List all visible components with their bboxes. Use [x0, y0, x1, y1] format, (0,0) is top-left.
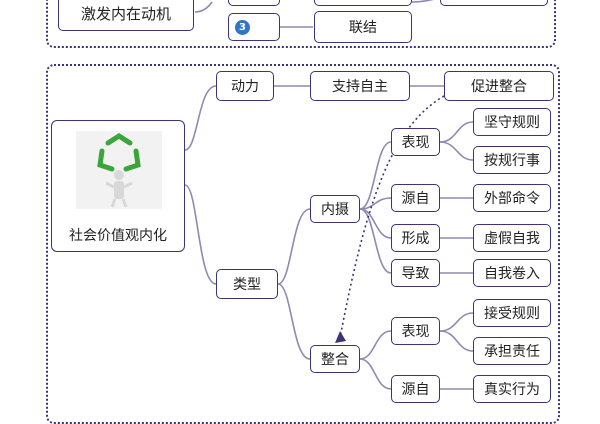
node-intro-expression[interactable]: 表现 [391, 128, 440, 156]
node-top-mid-right[interactable] [314, 0, 412, 6]
link-top-right [411, 0, 434, 3]
link-top-left [194, 1, 213, 13]
node-integration[interactable]: 整合 [310, 345, 360, 373]
leaf-accept-rules[interactable]: 接受规则 [473, 299, 551, 327]
connector-lines [184, 0, 474, 390]
recycle-icon [97, 133, 141, 208]
link-root-type [184, 184, 217, 285]
node-power[interactable]: 动力 [216, 71, 274, 101]
badge-three[interactable]: 3 [228, 13, 280, 41]
leaf-ego-involvement[interactable]: 自我卷入 [473, 259, 551, 287]
node-promote-integration[interactable]: 促进整合 [444, 71, 554, 101]
link-intro-result [359, 208, 392, 274]
node-integ-expression[interactable]: 表现 [391, 317, 440, 345]
node-introjection[interactable]: 内摄 [310, 195, 360, 223]
node-integ-source[interactable]: 源自 [391, 375, 440, 403]
leaf-take-responsibility[interactable]: 承担责任 [473, 337, 551, 365]
leaf-real-behavior[interactable]: 真实行为 [473, 375, 551, 403]
node-stimulate-motivation[interactable]: 激发内在动机 [58, 0, 194, 31]
node-support-autonomy[interactable]: 支持自主 [310, 71, 410, 101]
link-root-power [184, 85, 217, 151]
leaf-false-self[interactable]: 虚假自我 [473, 224, 551, 252]
link-intro-source [359, 197, 392, 210]
root-image [76, 131, 162, 209]
node-intro-formation[interactable]: 形成 [391, 224, 440, 252]
node-intro-source[interactable]: 源自 [391, 184, 440, 212]
leaf-keep-rules[interactable]: 坚守规则 [473, 108, 551, 136]
link-type-intro [277, 208, 311, 285]
leaf-external-command[interactable]: 外部命令 [473, 184, 551, 212]
node-link[interactable]: 联结 [314, 11, 412, 43]
link-type-integ [277, 283, 311, 360]
link-integ-accept [439, 312, 474, 332]
node-top-mid[interactable] [228, 0, 280, 6]
root-caption: 社会价值观内化 [69, 228, 167, 244]
link-integ-resp [439, 330, 474, 352]
link-expr-rule2 [439, 141, 474, 161]
link-intro-expression [359, 141, 392, 210]
link-integ-expression [359, 330, 392, 360]
node-intro-result[interactable]: 导致 [391, 259, 440, 287]
dotted-arrow [339, 95, 445, 339]
number-badge-icon: 3 [235, 19, 250, 35]
node-top-right[interactable] [440, 0, 548, 6]
arrow-head [335, 331, 346, 343]
link-expr-rule1 [439, 121, 474, 143]
root-card[interactable]: 社会价值观内化 [51, 120, 185, 252]
top-section-frame [46, 0, 556, 48]
link-integ-source [359, 358, 392, 390]
node-type[interactable]: 类型 [216, 269, 278, 299]
leaf-follow-rules[interactable]: 按规行事 [473, 146, 551, 174]
